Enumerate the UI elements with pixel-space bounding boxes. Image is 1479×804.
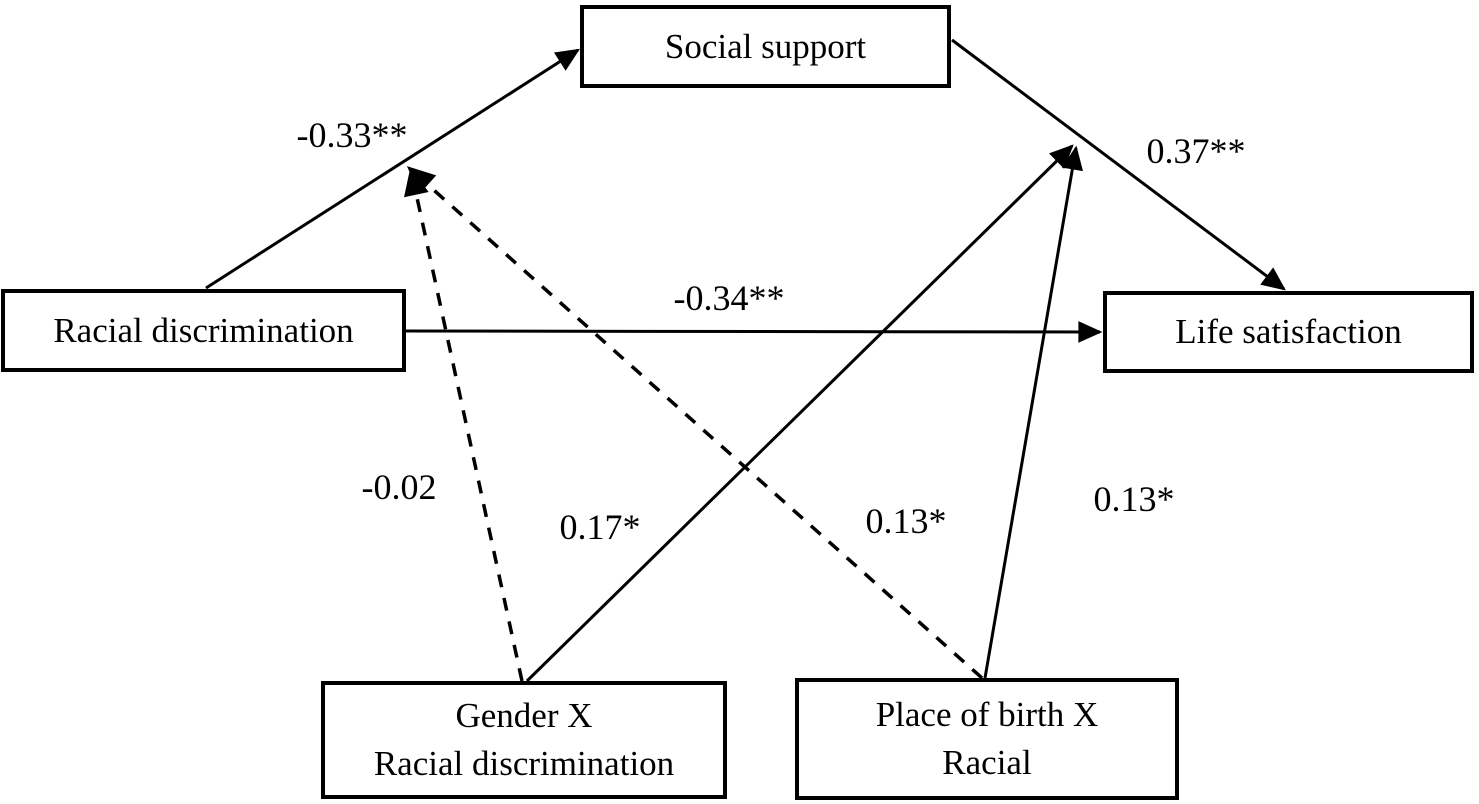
edge-racial-to-life-satisfaction <box>405 321 1103 343</box>
node-gender-label-line1: Gender X <box>455 696 593 735</box>
coefficient-gender-on-b-path: 0.17* <box>559 507 641 547</box>
node-social-support: Social support <box>580 5 951 88</box>
coefficient-b-path: 0.37** <box>1146 131 1246 171</box>
node-gender-x-racial-discrimination: Gender X Racial discrimination <box>321 681 727 799</box>
node-racial-discrimination: Racial discrimination <box>1 289 406 372</box>
node-gender-label-line2: Racial discrimination <box>373 744 675 783</box>
coefficient-place-on-a-path: 0.13* <box>865 501 947 541</box>
coefficient-a-path: -0.33** <box>296 115 408 155</box>
edge-social-support-to-life-satisfaction <box>951 38 1286 291</box>
coefficient-place-on-b-path: 0.13* <box>1093 479 1175 519</box>
node-social-support-label: Social support <box>664 26 867 66</box>
edge-place-moderation-on-a-path <box>406 166 984 680</box>
edge-gender-moderation-on-a-path <box>404 167 524 682</box>
node-place-label-line1: Place of birth X <box>875 695 1099 734</box>
node-life-satisfaction-label: Life satisfaction <box>1175 312 1402 351</box>
node-place-label-line2: Racial <box>942 743 1032 782</box>
node-place-of-birth-x-racial: Place of birth X Racial <box>795 678 1179 800</box>
coefficient-c-path: -0.34** <box>673 278 785 318</box>
node-life-satisfaction: Life satisfaction <box>1103 291 1474 373</box>
coefficient-gender-on-a-path: -0.02 <box>361 467 437 507</box>
edge-gender-moderation-on-b-path <box>525 144 1074 683</box>
node-racial-discrimination-label: Racial discrimination <box>53 310 354 350</box>
edge-racial-to-social-support <box>205 48 581 290</box>
edge-place-moderation-on-b-path <box>983 145 1083 679</box>
